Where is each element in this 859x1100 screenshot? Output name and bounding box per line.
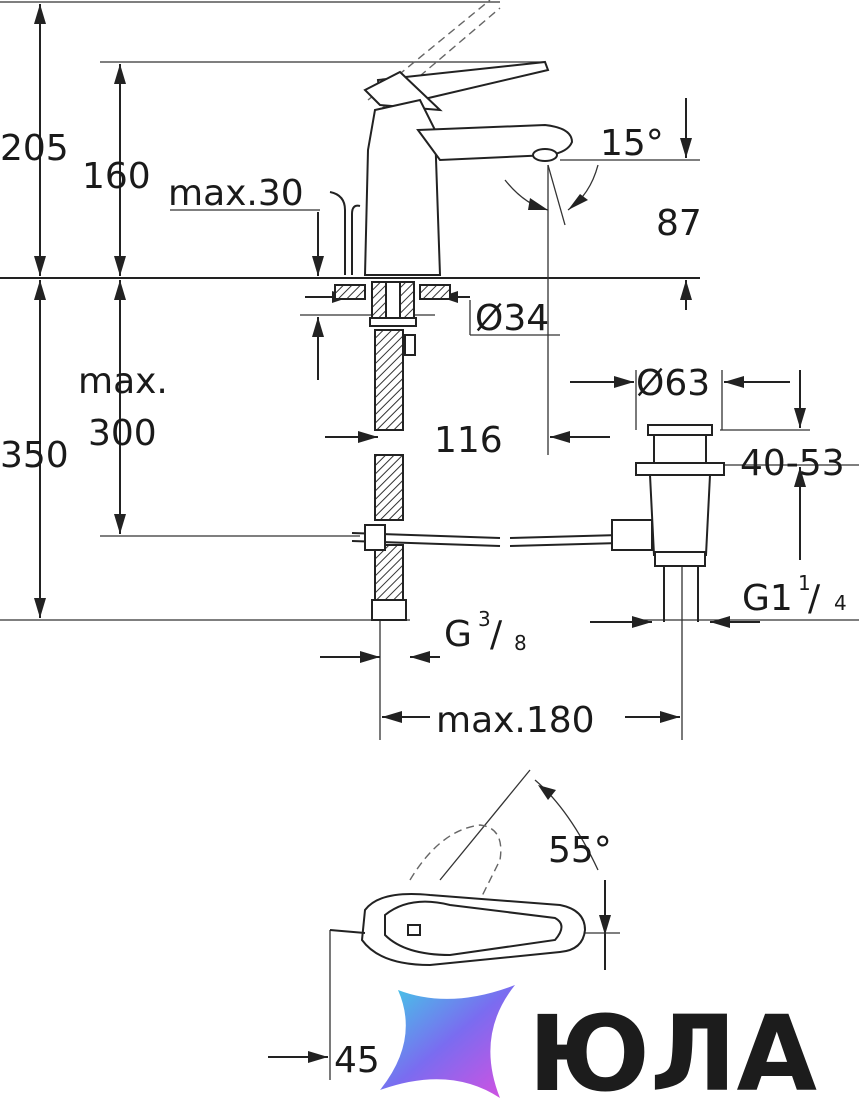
dim-g1-num: 1 xyxy=(798,571,811,595)
dim-40-53: 40-53 xyxy=(740,443,845,484)
yula-logo: ЮЛА xyxy=(380,985,817,1100)
extension-lines xyxy=(0,1,859,740)
faucet-top-view xyxy=(329,824,587,967)
dim-45: 45 xyxy=(334,1040,380,1081)
dim-g38-main: G xyxy=(444,614,472,655)
dim-dia-63: Ø63 xyxy=(636,363,710,404)
dimension-arrows xyxy=(34,4,806,1080)
dim-max-30: max.30 xyxy=(168,173,304,214)
dimension-labels: 205 160 max.30 15° 87 Ø34 max. 300 350 Ø… xyxy=(0,123,847,1081)
yula-logo-text: ЮЛА xyxy=(528,993,817,1100)
dim-g1-main: G1 xyxy=(742,578,793,619)
dim-205: 205 xyxy=(0,128,69,169)
dim-160: 160 xyxy=(82,156,151,197)
dim-max-label: max. xyxy=(78,361,168,402)
dim-g1-den: 4 xyxy=(834,591,847,615)
yula-logo-star-icon xyxy=(380,985,515,1098)
svg-text:/: / xyxy=(808,578,821,619)
dim-116: 116 xyxy=(434,420,503,461)
dim-87: 87 xyxy=(656,203,702,244)
dim-max-300: 300 xyxy=(88,413,157,454)
dim-max-180: max.180 xyxy=(436,700,595,741)
faucet-body xyxy=(329,0,621,621)
dim-55-deg: 55° xyxy=(548,830,612,871)
dim-g38-num: 3 xyxy=(478,607,491,631)
svg-text:/: / xyxy=(490,614,503,655)
popup-waste xyxy=(611,424,725,622)
dim-dia-34: Ø34 xyxy=(475,298,549,339)
dim-350: 350 xyxy=(0,435,69,476)
angle-marks xyxy=(439,164,620,970)
dim-15-deg: 15° xyxy=(600,123,664,164)
dim-g38-den: 8 xyxy=(514,631,527,655)
